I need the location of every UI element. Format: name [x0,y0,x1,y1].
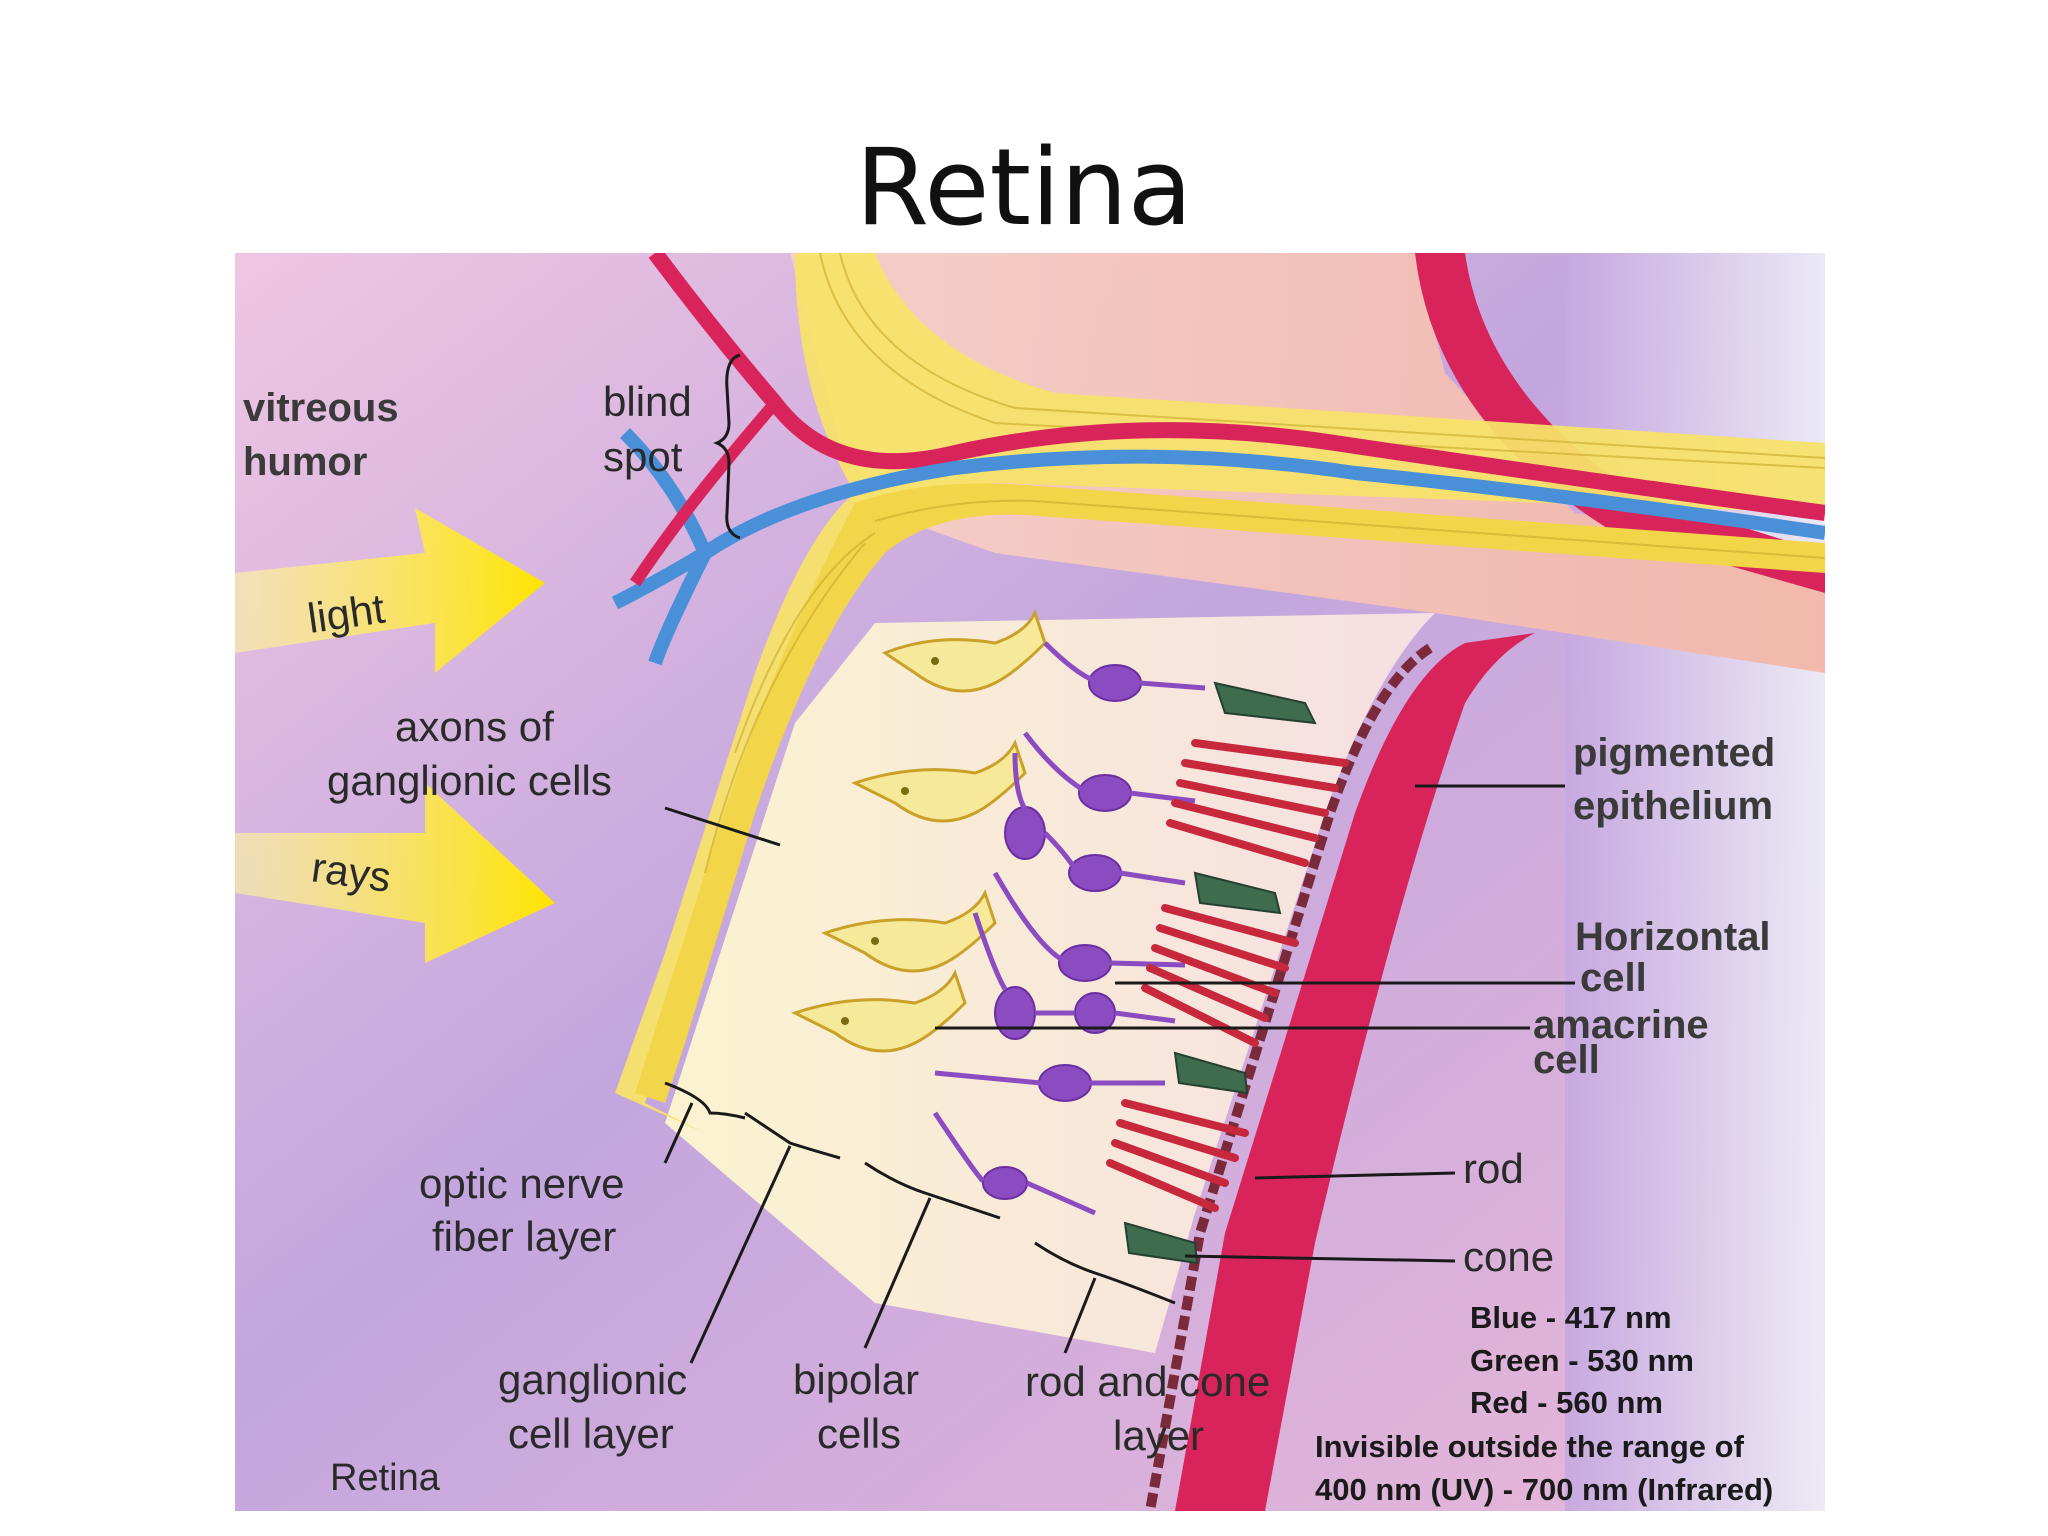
wavelength-green: Green - 530 nm [1470,1343,1694,1378]
rod-leader [1254,1171,1456,1180]
label-blind-spot-2: spot [603,433,683,480]
rod-cells [1106,739,1349,1212]
label-ganglionic-layer-2: cell layer [508,1410,674,1457]
label-optic-nerve-2: fiber layer [432,1213,616,1260]
wavelength-red: Red - 560 nm [1470,1385,1663,1420]
ganglion-nuclei [841,657,939,1025]
label-rod-cone-layer-2: layer [1113,1412,1204,1459]
label-vitreous-humor-2: humor [243,440,367,484]
cone-leader [1184,1254,1456,1263]
bipolar-cells [982,664,1142,1200]
light-arrow [235,508,545,673]
wavelength-range-2: 400 nm (UV) - 700 nm (Infrared) [1315,1472,1773,1507]
optic-fiber-brace [664,1081,746,1120]
label-horizontal-1: Horizontal [1575,915,1771,959]
nerve-fibers [704,253,1825,874]
optic-fiber-leader [663,1102,694,1164]
label-light: light [305,585,388,642]
ganglion-layer-brace [744,1111,841,1160]
wavelength-range-1: Invisible outside the range of [1315,1429,1745,1464]
label-amacrine-1: amacrine [1533,1003,1709,1047]
label-ganglionic-layer-1: ganglionic [498,1356,687,1403]
label-optic-nerve-1: optic nerve [419,1160,624,1207]
label-horizontal-2: cell [1580,956,1647,1000]
rays-arrow [235,783,555,963]
bipolar-brace [864,1161,1001,1220]
bipolar-leader [863,1197,932,1349]
label-vitreous-humor-1: vitreous [243,386,399,430]
ganglion-layer-leader [689,1145,792,1364]
label-pigmented-2: epithelium [1573,784,1773,828]
axons-leader [664,806,781,847]
blind-spot-brace [713,353,741,540]
label-retina-caption: Retina [330,1457,441,1499]
label-axons-1: axons of [395,703,554,750]
ganglion-cells [791,609,1047,1053]
label-cone: cone [1463,1233,1554,1280]
rodcone-leader [1063,1277,1097,1354]
bipolar-dendrites [932,641,1206,1216]
choroid-band [1175,633,1535,1511]
cone-cells [1123,681,1317,1265]
rodcone-brace [1034,1241,1176,1305]
label-amacrine-2: cell [1533,1038,1600,1082]
nerve-fiber-layer-lower [635,483,1825,1103]
label-rod: rod [1463,1145,1524,1192]
slide-title: Retina [855,126,1193,249]
label-blind-spot-1: blind [603,378,692,425]
label-bipolar-2: cells [817,1410,901,1457]
pigmented-epithelium [1145,643,1433,1511]
label-bipolar-1: bipolar [793,1356,919,1403]
vein-vessel [611,428,1825,666]
retina-diagram: vitreous humor blind spot light rays axo… [235,253,1825,1511]
label-pigmented-1: pigmented [1573,731,1775,775]
label-rays: rays [309,843,394,901]
label-rod-cone-layer-1: rod and cone [1025,1358,1270,1405]
artery-branch [630,399,780,587]
label-axons-2: ganglionic cells [327,757,612,804]
wavelength-blue: Blue - 417 nm [1470,1300,1672,1335]
artery-vessel [648,253,1825,521]
